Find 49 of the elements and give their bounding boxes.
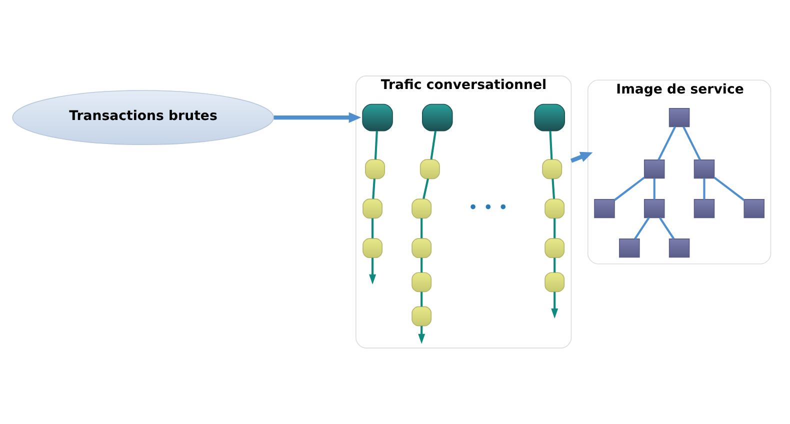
node-box (362, 238, 383, 258)
connector (703, 178, 706, 200)
connector (420, 292, 423, 307)
node-box (365, 159, 386, 180)
connector (374, 130, 378, 160)
node-box (694, 199, 715, 218)
connector (653, 178, 656, 200)
connector (554, 218, 556, 238)
node-box (412, 306, 432, 326)
connector (420, 258, 423, 272)
node-ellipse: Transactions brutes (12, 90, 274, 146)
node-box (668, 108, 690, 128)
node-box (412, 272, 432, 292)
connector (614, 176, 645, 201)
connector (554, 258, 556, 272)
node-box (542, 159, 562, 180)
connector (430, 130, 437, 160)
connector (658, 126, 676, 160)
node-box (362, 198, 383, 219)
arrow (274, 112, 362, 123)
connector (659, 217, 675, 240)
node-box (694, 160, 715, 179)
connector (552, 178, 556, 199)
node-box (544, 198, 565, 219)
connector (372, 218, 374, 238)
connector (549, 130, 553, 160)
connector (422, 178, 429, 199)
node-box (744, 199, 764, 218)
connector (372, 178, 376, 199)
label: • • • (468, 198, 508, 217)
connector (682, 126, 701, 160)
node-box (534, 104, 565, 132)
node-box (412, 238, 432, 258)
node-box (362, 104, 393, 132)
node-box (544, 272, 565, 292)
arrow (570, 152, 593, 163)
connector (714, 176, 745, 201)
node-box (544, 238, 565, 258)
node-box (668, 238, 690, 258)
node-box (594, 199, 615, 218)
node-box (412, 198, 432, 219)
node-box (644, 199, 665, 218)
cluster: Image de service (587, 80, 772, 264)
node-box (619, 238, 640, 258)
node-box (420, 159, 440, 180)
node-box (644, 160, 665, 179)
node-box (422, 104, 453, 132)
connector (634, 217, 650, 240)
connector (420, 218, 423, 238)
